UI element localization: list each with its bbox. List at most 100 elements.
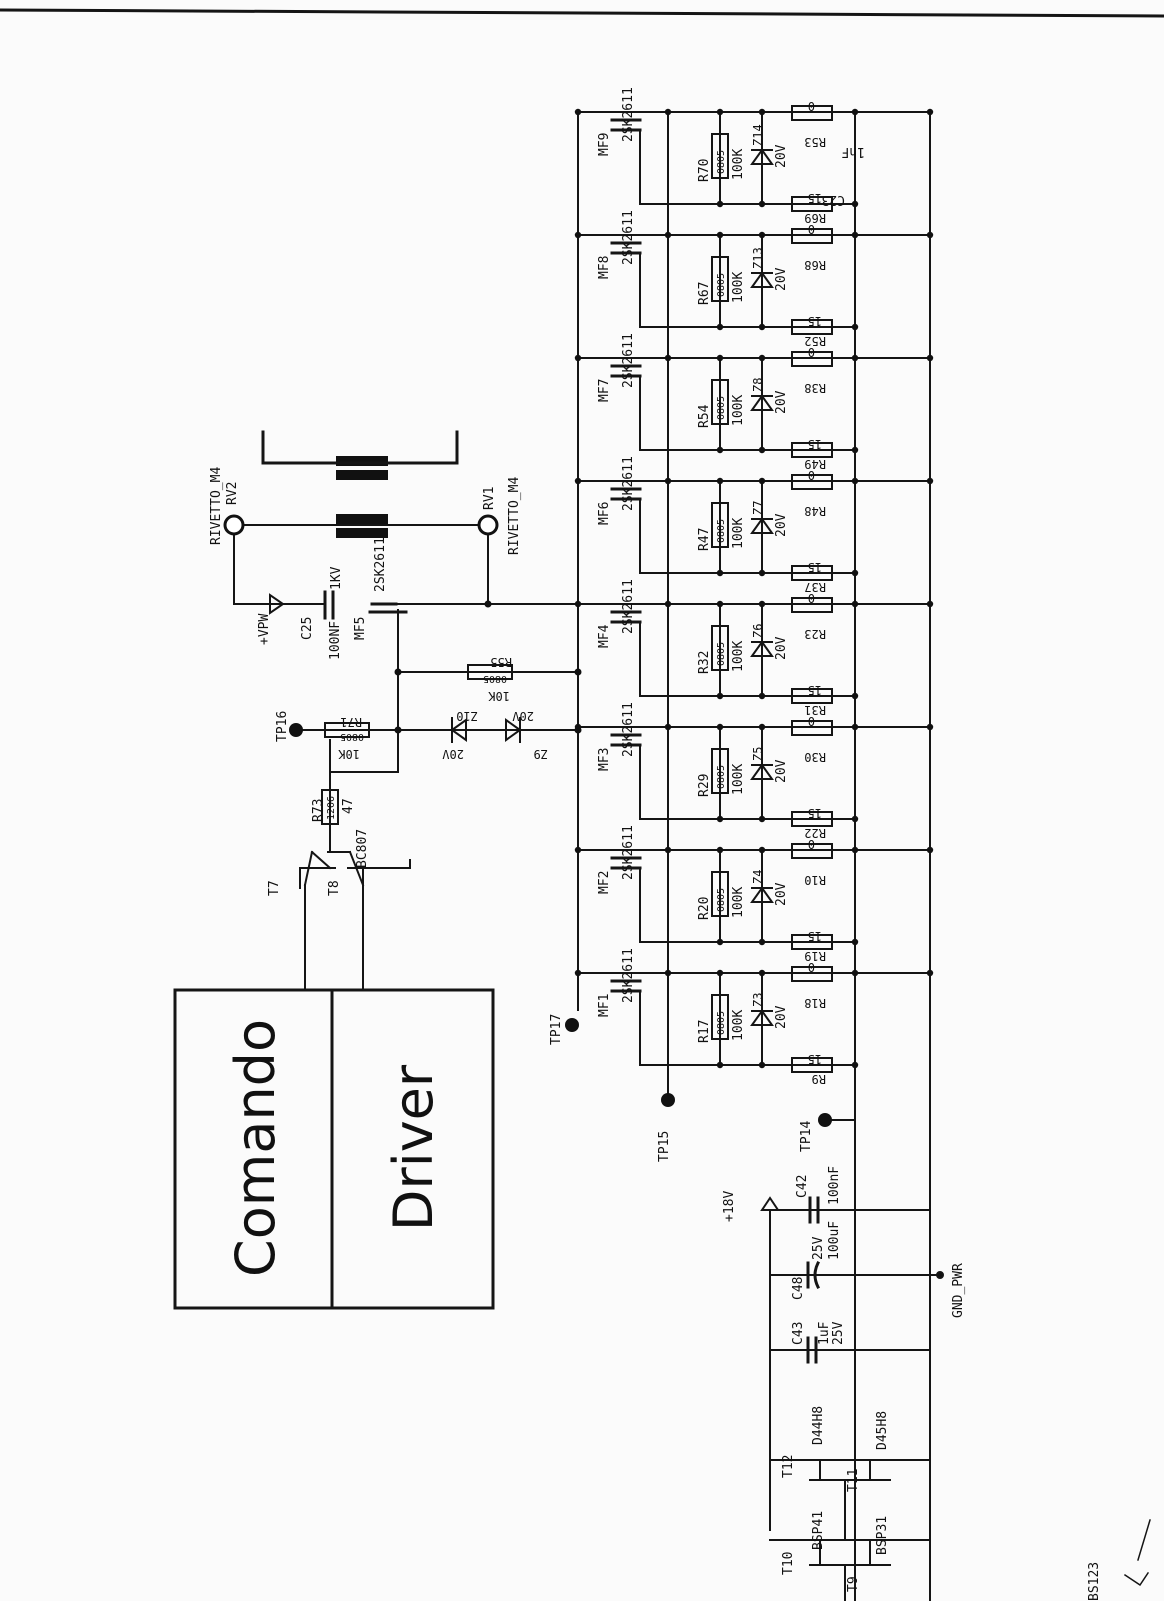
zener-symbol	[750, 763, 774, 780]
mf8-label: MF8	[597, 256, 612, 279]
r15-body	[791, 811, 833, 827]
z10-value: 20V	[442, 747, 464, 761]
r49-label: R49	[804, 457, 826, 471]
z10-label: Z10	[456, 709, 478, 723]
r31-label: R31	[804, 703, 826, 717]
z4-value: 20V	[774, 882, 789, 906]
mf9-label: MF9	[597, 133, 612, 156]
mf4-label: MF4	[597, 624, 612, 648]
t12-label: T12	[781, 1455, 796, 1478]
mosfet-stage-array	[577, 105, 931, 1073]
r15-body	[791, 565, 833, 581]
c42-value: 100nF	[827, 1166, 842, 1205]
r47-pkg: 0805	[716, 519, 727, 543]
c48-voltage: 25V	[811, 1236, 826, 1260]
r0-body	[791, 351, 833, 367]
rivetto-label-1: RIVETTO_M4	[507, 477, 522, 555]
z14-value: 20V	[774, 144, 789, 168]
r-gate-body	[711, 871, 729, 917]
r29-label: R29	[697, 774, 712, 797]
z13-label: Z13	[751, 247, 765, 269]
z8-value: 20V	[774, 390, 789, 414]
t11-label: T11	[846, 1469, 861, 1492]
r37-label: R37	[804, 580, 826, 594]
z5-label: Z5	[751, 747, 765, 761]
mf5-part: 2SK2611	[373, 537, 388, 592]
r55-body	[467, 664, 513, 680]
r49-value: 15	[808, 437, 822, 451]
r71-body	[324, 722, 370, 738]
comando-label: Comando	[224, 1019, 287, 1277]
rv1-terminal	[477, 514, 499, 536]
r23-label: R23	[804, 627, 826, 641]
r38-label: R38	[804, 381, 826, 395]
tp16-label: TP16	[275, 711, 290, 742]
tp15-label: TP15	[657, 1131, 672, 1162]
r22-value: 15	[808, 806, 822, 820]
zener-symbol	[750, 640, 774, 657]
r29-pkg: 0805	[716, 765, 727, 789]
vpw-label: +VPW	[257, 614, 272, 645]
z14-label: Z14	[751, 124, 765, 146]
t7-label: T7	[267, 880, 282, 896]
p18v-label: +18V	[722, 1191, 737, 1222]
r-gate-body	[711, 133, 729, 179]
rv2-label: RV2	[225, 482, 240, 505]
rv1-label: RV1	[482, 487, 497, 510]
r0-body	[791, 720, 833, 736]
mosfet-stage-mf3	[577, 720, 931, 827]
mf6-label: MF6	[597, 502, 612, 525]
r10-label: R10	[804, 873, 826, 887]
mf1-part: 2SK2611	[621, 948, 636, 1003]
heatsink-outline	[261, 430, 459, 465]
mf3-part: 2SK2611	[621, 702, 636, 757]
rv2-terminal	[223, 514, 245, 536]
corner-label: BS123	[1087, 1562, 1102, 1601]
r67-pkg: 0805	[716, 273, 727, 297]
r71-label: R71	[340, 715, 362, 729]
mf2-label: MF2	[597, 871, 612, 894]
r15-body	[791, 934, 833, 950]
ferrite-bead-2	[336, 456, 388, 466]
r55-value: 10K	[488, 689, 510, 703]
zener-symbol	[750, 271, 774, 288]
zener-symbol	[750, 148, 774, 165]
tp14-point	[818, 1113, 832, 1127]
r67-label: R67	[697, 282, 712, 305]
z5-value: 20V	[774, 759, 789, 783]
gnd-pwr-label: GND_PWR	[951, 1263, 966, 1318]
r53-value: 0	[808, 99, 815, 113]
r48-label: R48	[804, 504, 826, 518]
mosfet-stage-mf1	[577, 966, 931, 1073]
z6-label: Z6	[751, 624, 765, 638]
zener-symbol	[750, 517, 774, 534]
r0-body	[791, 597, 833, 613]
r54-value: 100K	[731, 395, 746, 426]
r73-label: R73	[311, 799, 326, 822]
z13-value: 20V	[774, 267, 789, 291]
c43-label: C43	[791, 1322, 806, 1345]
r47-value: 100K	[731, 518, 746, 549]
mf3-label: MF3	[597, 748, 612, 771]
r67-value: 100K	[731, 272, 746, 303]
vpw-arrow	[269, 593, 285, 615]
r68-value: 0	[808, 222, 815, 236]
t9-label: T9	[846, 1576, 861, 1592]
r47-label: R47	[697, 528, 712, 551]
z8-label: Z8	[751, 378, 765, 392]
mf1-label: MF1	[597, 994, 612, 1017]
r30-label: R30	[804, 750, 826, 764]
r-gate-body	[711, 748, 729, 794]
r15-body	[791, 1057, 833, 1073]
r-gate-body	[711, 256, 729, 302]
zener-symbol	[750, 1009, 774, 1026]
r52-label: R52	[804, 334, 826, 348]
r30-value: 0	[808, 714, 815, 728]
driver-label: Driver	[382, 1064, 445, 1231]
tp17-label: TP17	[549, 1014, 564, 1045]
c25-label: C25	[300, 617, 315, 640]
r0-body	[791, 228, 833, 244]
